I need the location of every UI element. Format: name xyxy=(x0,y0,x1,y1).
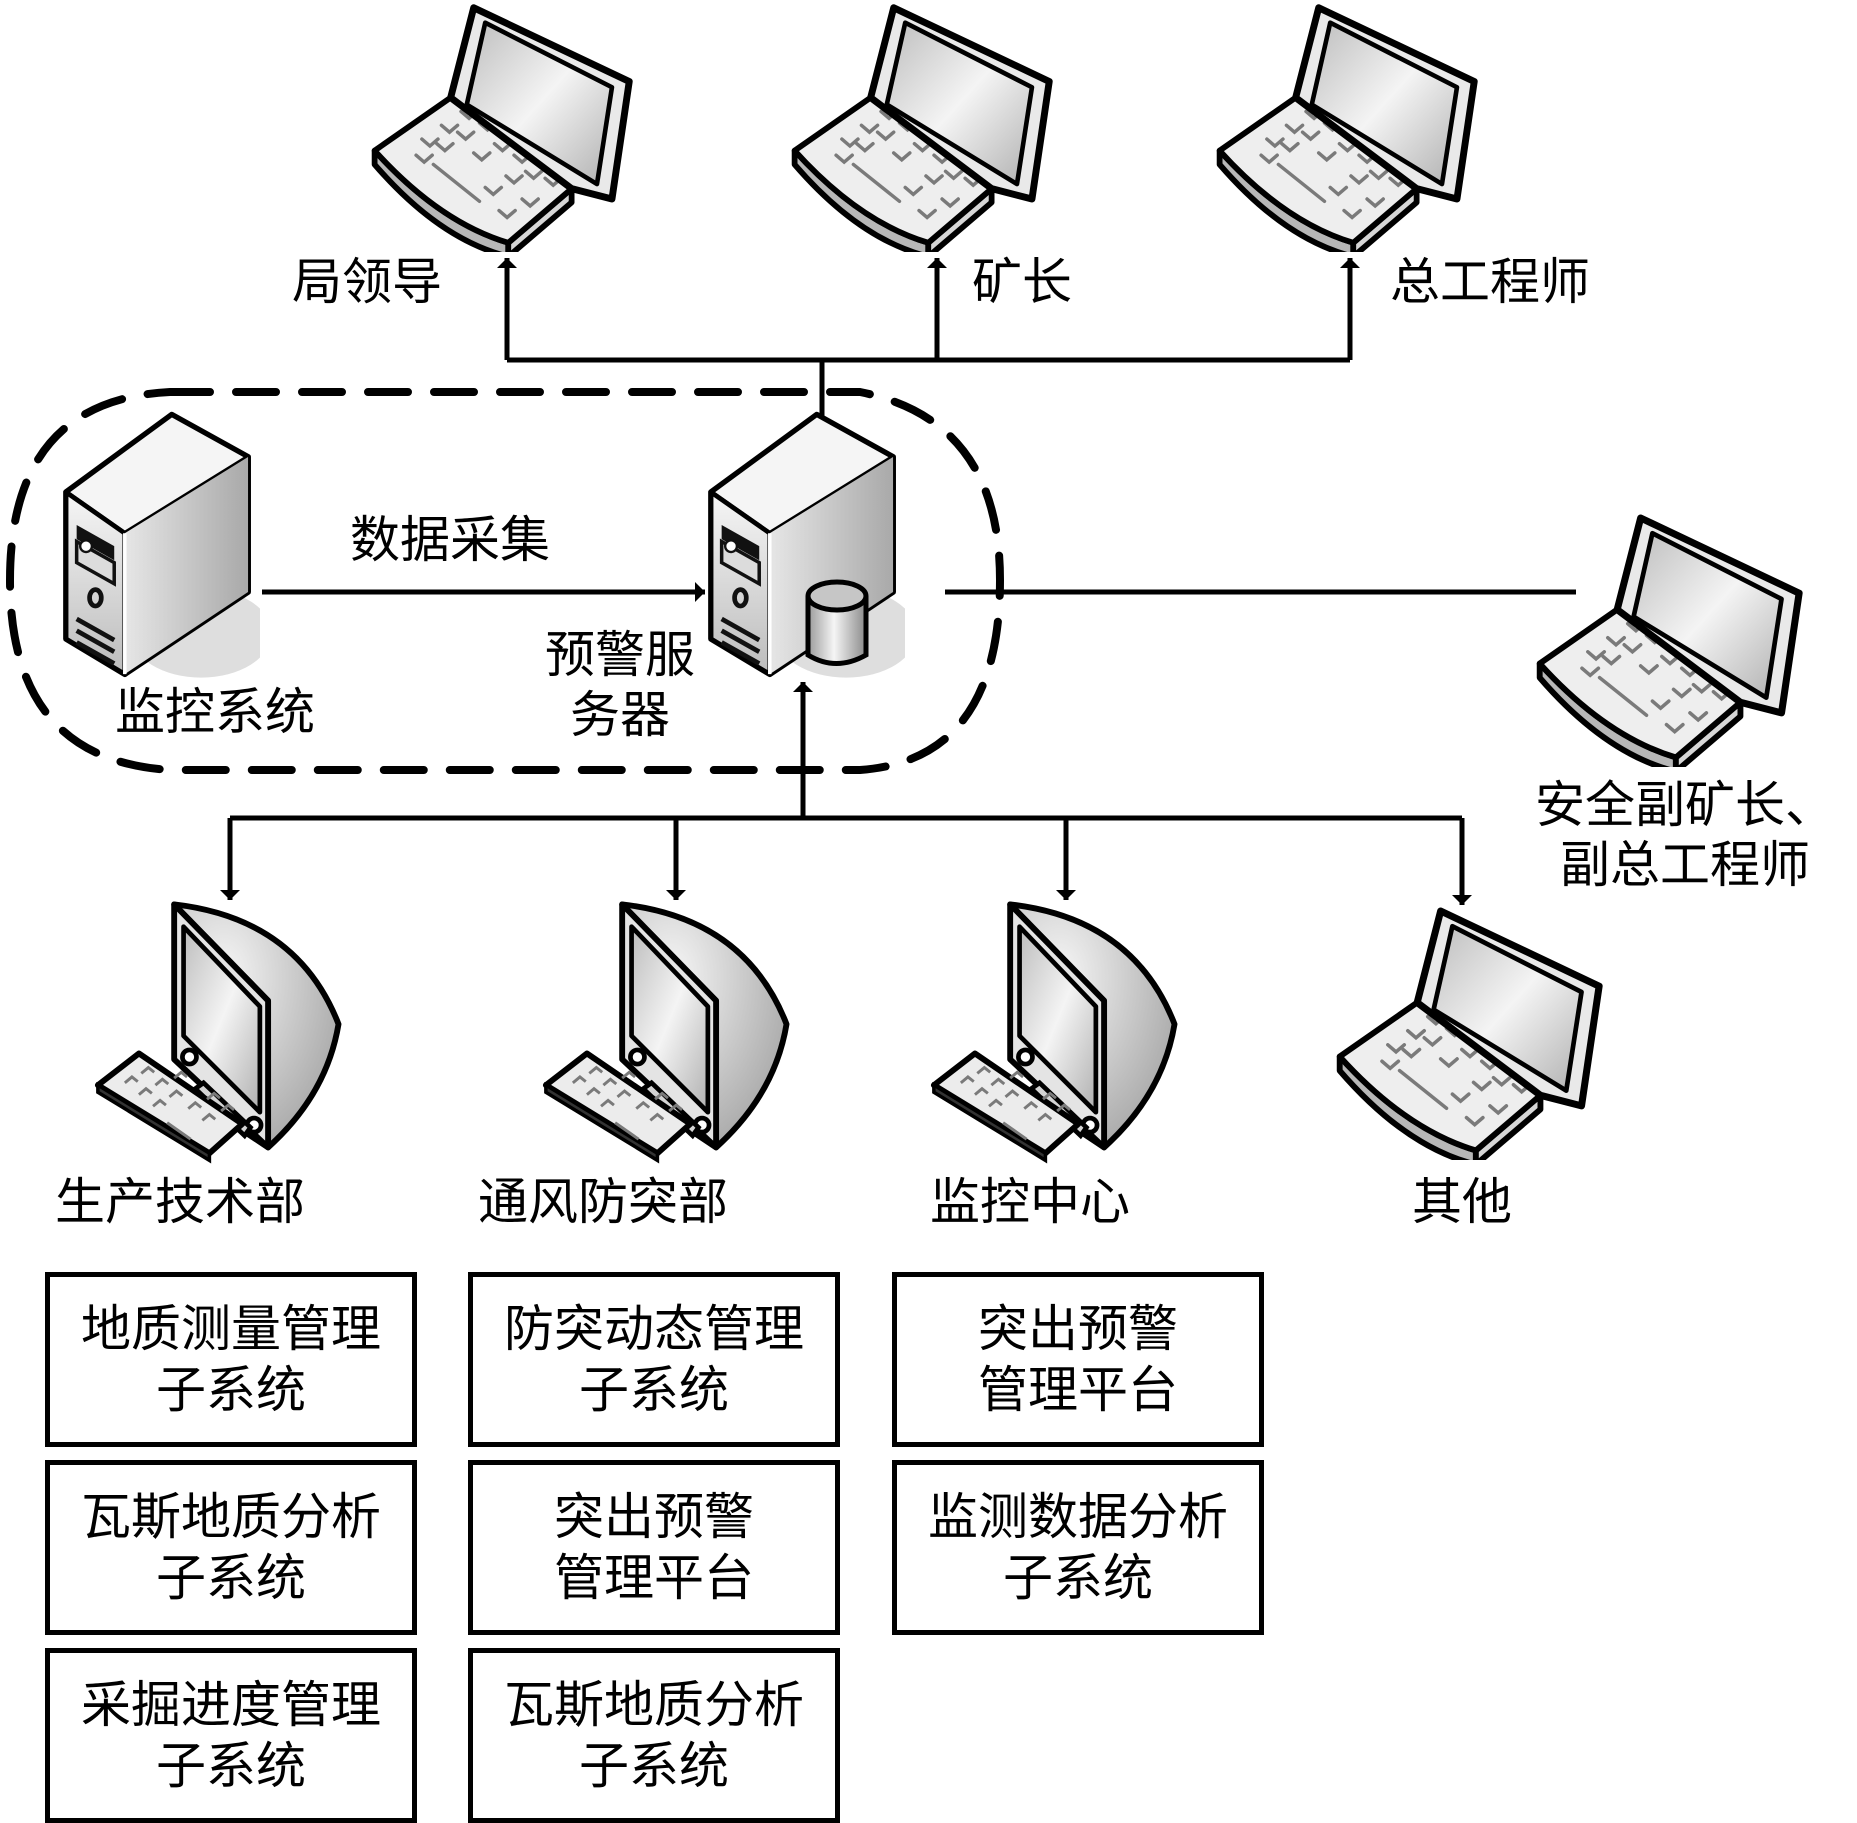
label-others: 其他 xyxy=(1412,1173,1512,1231)
label-mine-director: 矿长 xyxy=(972,253,1072,311)
subsystem-box: 监测数据分析 子系统 xyxy=(892,1460,1264,1635)
label-warning-server-line-1: 预警服 xyxy=(545,626,695,684)
subsystem-line: 子系统 xyxy=(579,1360,729,1419)
label-deputy-staff-line-1: 安全副矿长、 xyxy=(1535,776,1835,834)
label-data-collection: 数据采集 xyxy=(350,511,550,569)
label-warning-server: 预警服 务器 xyxy=(520,625,720,745)
server-icon xyxy=(66,415,271,678)
label-monitoring-center: 监控中心 xyxy=(930,1173,1130,1231)
bottom-bus-connectors xyxy=(220,682,1472,905)
subsystem-line: 瓦斯地质分析 xyxy=(81,1487,381,1546)
subsystem-line: 突出预警 xyxy=(978,1299,1178,1358)
label-deputy-staff: 安全副矿长、 副总工程师 xyxy=(1515,775,1855,895)
subsystem-line: 防突动态管理 xyxy=(504,1299,804,1358)
laptop-icon xyxy=(1220,8,1475,257)
subsystem-line: 采掘进度管理 xyxy=(81,1675,381,1734)
subsystem-box: 突出预警 管理平台 xyxy=(468,1460,840,1635)
label-ventilation-dept: 通风防突部 xyxy=(478,1173,728,1231)
subsystem-line: 监测数据分析 xyxy=(928,1487,1228,1546)
laptop-icon xyxy=(795,8,1050,257)
subsystem-line: 子系统 xyxy=(156,1548,306,1607)
top-bus-connectors xyxy=(497,258,1360,422)
laptop-icon xyxy=(1540,518,1799,772)
subsystem-line: 子系统 xyxy=(1003,1548,1153,1607)
subsystem-box: 地质测量管理 子系统 xyxy=(45,1272,417,1447)
workstation-icon xyxy=(934,904,1175,1160)
subsystem-box: 突出预警 管理平台 xyxy=(892,1272,1264,1447)
label-bureau-leader: 局领导 xyxy=(292,253,442,311)
subsystem-box: 防突动态管理 子系统 xyxy=(468,1272,840,1447)
subsystem-line: 管理平台 xyxy=(554,1548,754,1607)
subsystem-line: 子系统 xyxy=(156,1736,306,1795)
label-warning-server-line-2: 务器 xyxy=(570,686,670,744)
subsystem-box: 瓦斯地质分析 子系统 xyxy=(468,1648,840,1823)
database-icon xyxy=(805,579,869,666)
subsystem-line: 突出预警 xyxy=(554,1487,754,1546)
label-deputy-staff-line-2: 副总工程师 xyxy=(1560,836,1810,894)
subsystem-line: 管理平台 xyxy=(978,1360,1178,1419)
subsystem-line: 地质测量管理 xyxy=(81,1299,381,1358)
label-monitoring-system: 监控系统 xyxy=(115,683,315,741)
workstation-icon xyxy=(546,904,787,1160)
subsystem-line: 子系统 xyxy=(156,1360,306,1419)
subsystem-box: 采掘进度管理 子系统 xyxy=(45,1648,417,1823)
system-boundary-dashed xyxy=(5,388,1005,774)
subsystem-box: 瓦斯地质分析 子系统 xyxy=(45,1460,417,1635)
subsystem-line: 子系统 xyxy=(579,1736,729,1795)
subsystem-line: 瓦斯地质分析 xyxy=(504,1675,804,1734)
laptop-icon xyxy=(375,8,630,257)
label-production-tech-dept: 生产技术部 xyxy=(55,1173,305,1231)
laptop-icon xyxy=(1340,911,1599,1165)
label-chief-engineer: 总工程师 xyxy=(1390,253,1590,311)
workstation-icon xyxy=(98,904,339,1160)
